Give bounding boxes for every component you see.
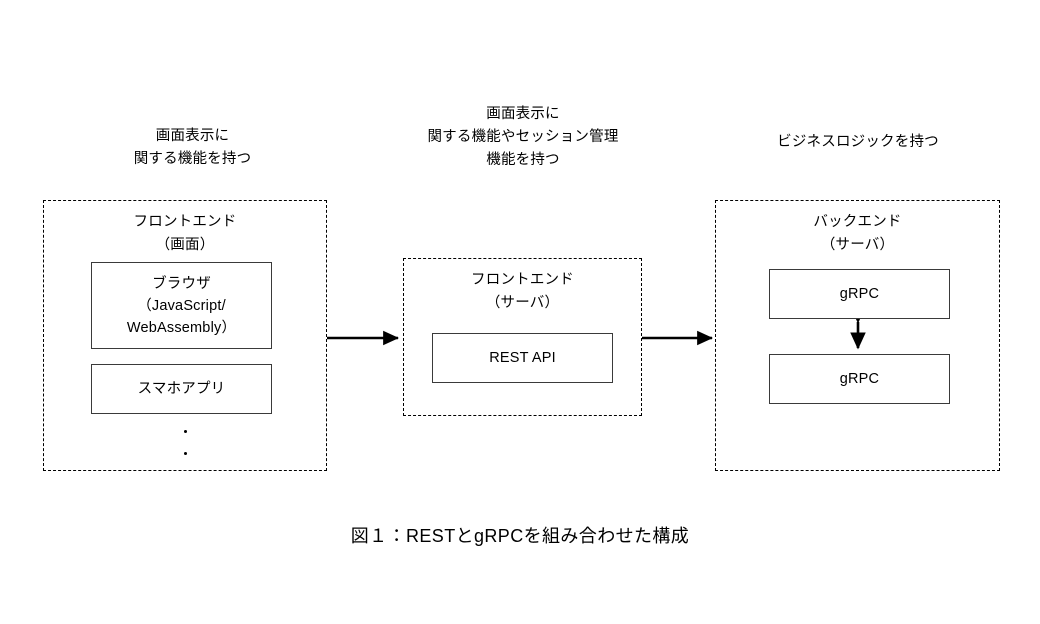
box-browser[interactable]: ブラウザ （JavaScript/ WebAssembly） bbox=[91, 262, 272, 349]
box-smartphone-app[interactable]: スマホアプリ bbox=[91, 364, 272, 414]
box-rest-api[interactable]: REST API bbox=[432, 333, 613, 383]
group-frontend-screen-title: フロントエンド （画面） bbox=[133, 214, 237, 253]
figure-caption: 図１：RESTとgRPCを組み合わせた構成 bbox=[350, 526, 690, 546]
group-frontend-screen[interactable]: フロントエンド （画面） ブラウザ （JavaScript/ WebAssemb… bbox=[43, 200, 327, 471]
annotation-frontend-screen: 画面表示に 関する機能を持つ bbox=[133, 128, 252, 167]
group-backend-server[interactable]: バックエンド （サーバ） gRPC gRPC bbox=[715, 200, 1000, 471]
annotation-backend: ビジネスロジックを持つ bbox=[777, 134, 939, 150]
group-frontend-server-title: フロントエンド （サーバ） bbox=[471, 272, 574, 311]
ellipsis-dot-lower bbox=[184, 452, 187, 455]
ellipsis-dot-upper bbox=[184, 430, 187, 433]
group-backend-server-title: バックエンド （サーバ） bbox=[813, 214, 902, 253]
box-grpc-upper[interactable]: gRPC bbox=[769, 269, 950, 319]
box-grpc-lower[interactable]: gRPC bbox=[769, 354, 950, 404]
group-frontend-server[interactable]: フロントエンド （サーバ） REST API bbox=[403, 258, 642, 416]
annotation-frontend-server: 画面表示に 関する機能やセッション管理 機能を持つ bbox=[427, 106, 619, 168]
